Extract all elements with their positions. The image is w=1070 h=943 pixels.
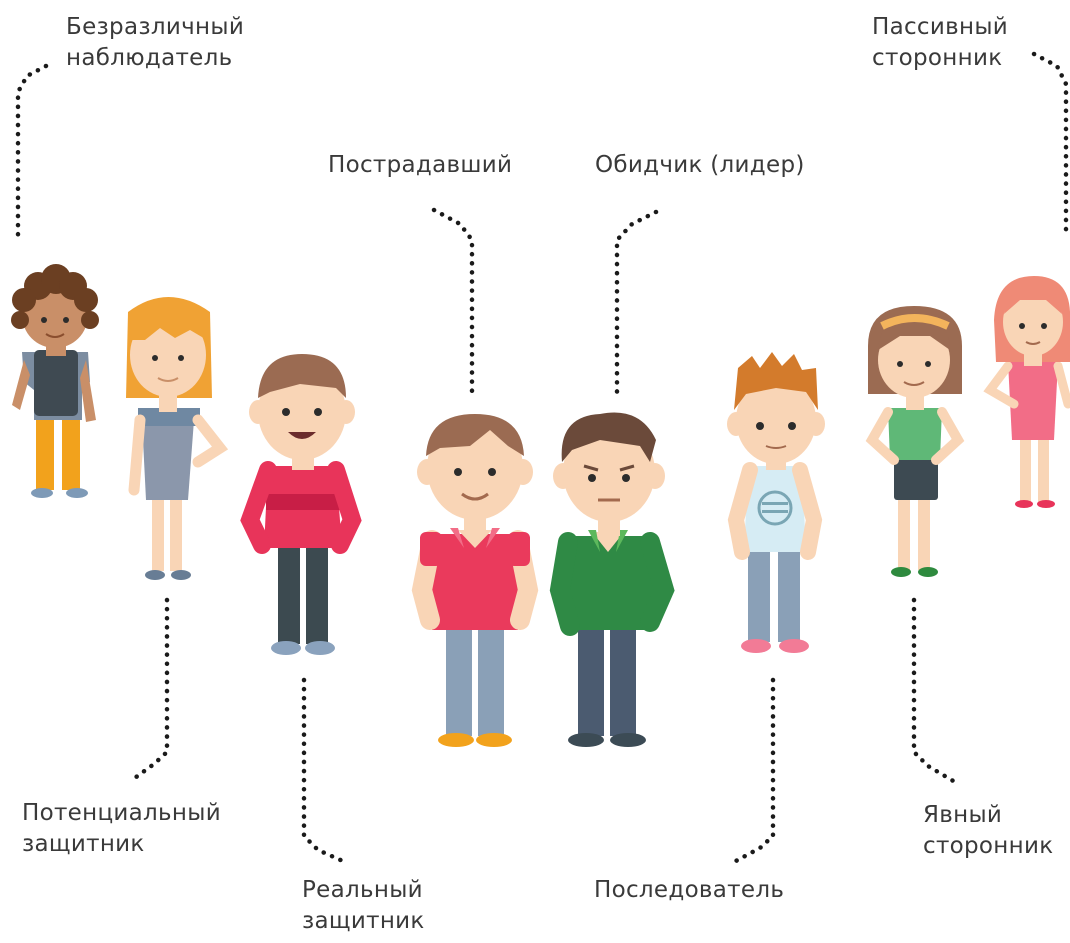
connector-real bbox=[301, 677, 348, 865]
label-line: Безразличный bbox=[66, 14, 245, 40]
boy-spiky-hair-figure bbox=[727, 352, 825, 653]
label-follower: Последователь bbox=[594, 875, 784, 906]
connector-bully bbox=[614, 209, 659, 401]
label-line: сторонник bbox=[923, 833, 1054, 859]
girl-pink-dress-figure bbox=[983, 276, 1070, 508]
girl-green-top-figure bbox=[865, 306, 965, 577]
connector-victim bbox=[431, 207, 475, 401]
connector-indifferent bbox=[15, 63, 49, 243]
label-explicit-supporter: Явный сторонник bbox=[923, 800, 1053, 862]
label-real-defender: Реальный защитник bbox=[302, 875, 425, 937]
connector-passive bbox=[1031, 51, 1069, 241]
label-potential-defender: Потенциальный защитник bbox=[22, 798, 221, 860]
label-line: наблюдатель bbox=[66, 45, 233, 71]
connector-potential bbox=[129, 597, 170, 783]
boy-curly-hair-figure bbox=[11, 264, 99, 498]
label-line: Последователь bbox=[594, 877, 785, 903]
label-line: защитник bbox=[302, 908, 425, 934]
label-line: Реальный bbox=[302, 877, 423, 903]
label-line: Пострадавший bbox=[328, 152, 513, 178]
label-passive-supporter: Пассивный сторонник bbox=[872, 12, 1008, 74]
label-line: защитник bbox=[22, 831, 145, 857]
connector-explicit bbox=[911, 597, 958, 785]
connector-follower bbox=[731, 677, 776, 865]
boy-red-shirt-figure bbox=[411, 414, 539, 747]
boy-red-sweater-figure bbox=[240, 354, 362, 655]
label-victim: Пострадавший bbox=[328, 150, 512, 181]
label-line: Явный bbox=[923, 802, 1003, 828]
boy-green-shirt-figure bbox=[549, 412, 675, 747]
label-bully-leader: Обидчик (лидер) bbox=[595, 150, 805, 181]
girl-grey-dress-figure bbox=[126, 297, 229, 580]
label-indifferent-observer: Безразличный наблюдатель bbox=[66, 12, 244, 74]
label-line: Потенциальный bbox=[22, 800, 221, 826]
label-line: Обидчик (лидер) bbox=[595, 152, 805, 178]
label-line: сторонник bbox=[872, 45, 1003, 71]
label-line: Пассивный bbox=[872, 14, 1009, 40]
